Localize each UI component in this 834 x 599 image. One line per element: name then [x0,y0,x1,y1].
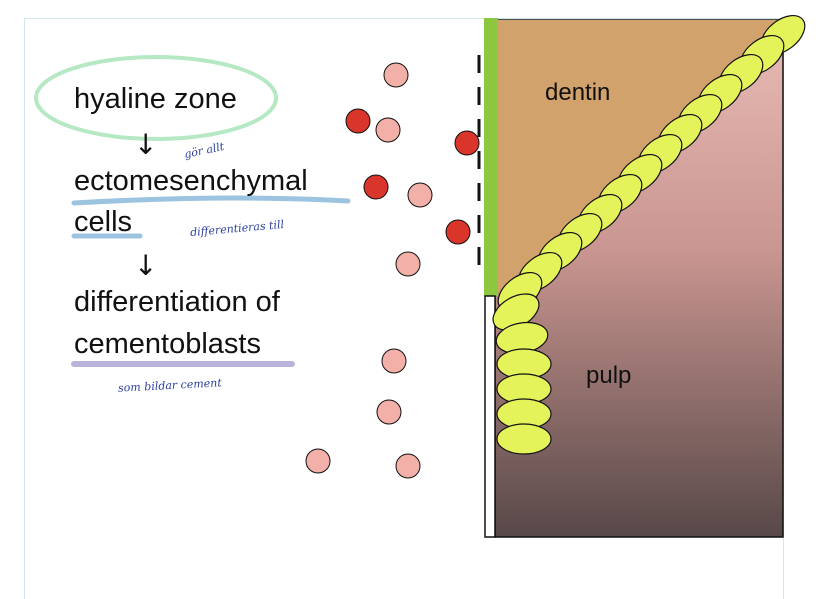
tooth-diagram [34,14,806,538]
term-cementoblasts: cementoblasts [74,328,261,360]
pink-cell [305,448,331,474]
pink-cell [395,251,421,277]
label-pulp: pulp [586,362,632,389]
cementoblast-cell [496,423,552,455]
down-arrow-1: ↓ [134,128,158,161]
dark-red-cell [363,174,389,200]
term-ectomesenchymal: ectomesenchymal [74,165,308,197]
dark-red-cell [454,130,480,156]
term-differentiation-of: differentiation of [74,286,280,318]
hyaline-highlight [34,55,278,141]
term-cells: cells [74,206,133,238]
pink-cell [395,453,421,479]
pink-cell [383,62,409,88]
ectomesenchymal-underline [71,195,351,206]
root-surface [484,295,496,538]
cell-layer [492,14,806,455]
term-hyaline-zone: hyaline zone [74,83,237,115]
green-band [484,18,498,296]
pink-cell [381,348,407,374]
label-dentin: dentin [545,79,611,106]
pink-cell [407,182,433,208]
dark-red-cell [345,108,371,134]
pink-cell [375,117,401,143]
down-arrow-2: ↓ [134,249,158,282]
pink-cells [305,62,433,479]
pink-cell [376,399,402,425]
dark-red-cell [445,219,471,245]
dark-red-cells [345,108,480,245]
